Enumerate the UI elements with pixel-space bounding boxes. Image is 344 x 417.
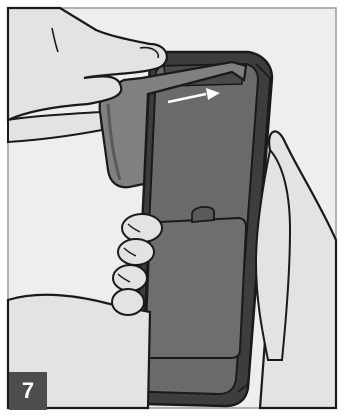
step-number-badge: 7 bbox=[9, 372, 47, 410]
step-number: 7 bbox=[22, 378, 34, 404]
battery-cover bbox=[145, 218, 246, 358]
battery-latch bbox=[192, 207, 214, 222]
